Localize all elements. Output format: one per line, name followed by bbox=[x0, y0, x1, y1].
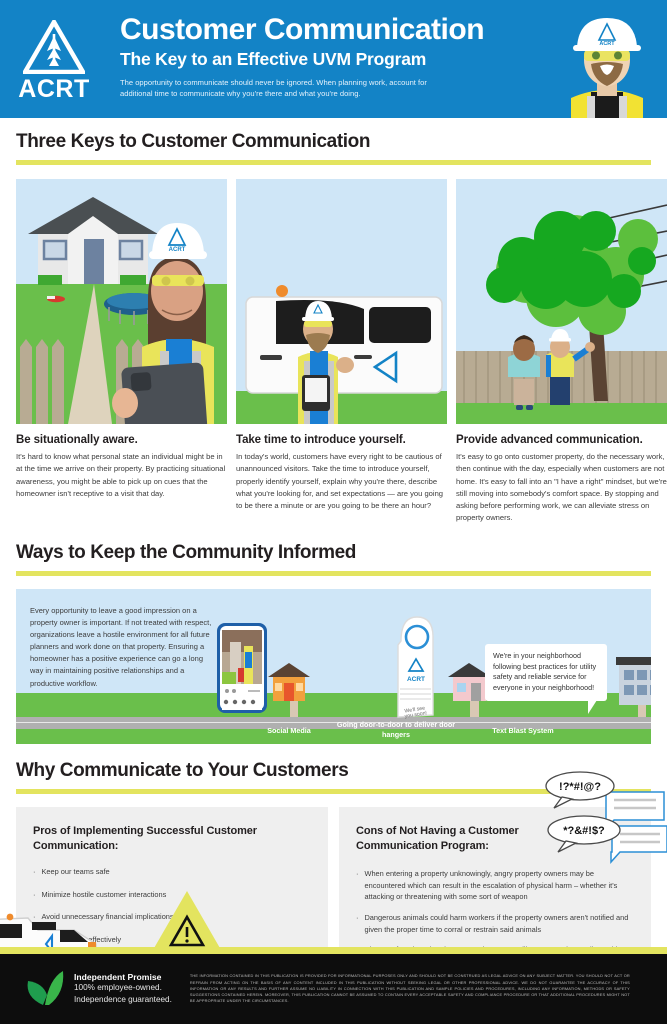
cons-title: Cons of Not Having a Customer Communicat… bbox=[356, 824, 519, 853]
key-card-body: It's hard to know what personal state an… bbox=[16, 452, 226, 498]
header-text-block: Customer Communication The Key to an Eff… bbox=[108, 0, 547, 118]
cons-item-text: When entering a property unknowingly, an… bbox=[364, 869, 618, 902]
pros-title: Pros of Implementing Successful Customer… bbox=[33, 824, 257, 853]
worker-with-hardhat-avatar: ACRT bbox=[571, 18, 643, 118]
angry-speech-bubbles: !?*#!@? *?&#!$? bbox=[545, 771, 667, 864]
svg-text:ACRT: ACRT bbox=[599, 41, 615, 47]
svg-text:you soon!: you soon! bbox=[404, 710, 427, 719]
section-heading-why: Why Communicate to Your Customers bbox=[16, 759, 349, 781]
apartment-building-icon bbox=[616, 656, 651, 717]
road-center-line bbox=[16, 721, 651, 724]
community-section: Ways to Keep the Community Informed Ever… bbox=[0, 542, 667, 744]
promise-title: Independent Promise bbox=[74, 972, 162, 983]
key-card-title: Be situationally aware. bbox=[16, 434, 138, 446]
brand-wordmark: ACRT bbox=[18, 75, 90, 103]
bullet-icon: · bbox=[356, 869, 359, 878]
pros-item-text: Minimize hostile customer interactions bbox=[41, 889, 167, 899]
cons-list-item: · Dangerous animals could harm workers i… bbox=[356, 912, 637, 935]
community-illustration-panel: Every opportunity to leave a good impres… bbox=[16, 588, 651, 744]
angry-bubble-text-2: *?&#!$? bbox=[563, 825, 605, 837]
svg-text:ACRT: ACRT bbox=[169, 247, 186, 253]
pros-list-item: · Avoid unnecessary financial implicatio… bbox=[33, 911, 314, 923]
section-divider bbox=[16, 160, 651, 165]
bullet-icon: · bbox=[33, 912, 36, 922]
house-orange-icon bbox=[268, 662, 310, 717]
illustration-tree-powerlines-with-workers bbox=[456, 179, 667, 424]
page-header: ACRT Customer Communication The Key to a… bbox=[0, 0, 667, 118]
header-worker-illustration: ACRT bbox=[547, 0, 667, 118]
pros-list-item: · Minimize hostile customer interactions bbox=[33, 889, 314, 901]
acrt-triangle-tree-logo bbox=[23, 20, 85, 74]
door-hanger-icon: ACRT We'll see you soon! bbox=[397, 616, 434, 719]
legal-disclaimer: The information contained in this public… bbox=[189, 973, 630, 1004]
footer-accent-rule bbox=[0, 947, 667, 954]
independent-promise-block: Independent Promise 100% employee-owned.… bbox=[74, 972, 172, 1006]
community-body-text: Every opportunity to leave a good impres… bbox=[30, 605, 212, 688]
bullet-icon: · bbox=[33, 867, 36, 876]
promise-line-2: Independence guaranteed. bbox=[74, 995, 172, 1004]
section-divider bbox=[16, 788, 651, 794]
key-card: Take time to introduce yourself. In toda… bbox=[236, 179, 447, 525]
three-keys-section: Three Keys to Customer Communication bbox=[0, 131, 667, 525]
section-heading-community: Ways to Keep the Community Informed bbox=[16, 541, 356, 563]
page-subtitle: The Key to an Effective UVM Program bbox=[120, 48, 427, 69]
pros-item-text: Keep our teams safe bbox=[41, 867, 110, 876]
promise-line-1: 100% employee-owned. bbox=[74, 983, 162, 993]
pros-cons-panels: Pros of Implementing Successful Customer… bbox=[0, 771, 667, 978]
page-footer: Independent Promise 100% employee-owned.… bbox=[0, 954, 667, 1024]
key-card-title: Provide advanced communication. bbox=[456, 434, 643, 446]
illustration-worker-at-house-with-tablet: ACRT bbox=[16, 179, 227, 424]
page-title: Customer Communication bbox=[120, 13, 485, 46]
cons-item-text: Dangerous animals could harm workers if … bbox=[364, 913, 629, 934]
community-label: Social Media bbox=[267, 725, 311, 735]
pros-list-item: · Keep our teams safe bbox=[33, 866, 314, 878]
leaf-icon-wrap bbox=[14, 969, 74, 1009]
grass-strip-bottom bbox=[16, 728, 651, 744]
page-description: The opportunity to communicate should ne… bbox=[120, 77, 427, 98]
angry-bubble-text-1: !?*#!@? bbox=[559, 781, 601, 793]
three-keys-cards: ACRT bbox=[0, 165, 667, 525]
bullet-icon: · bbox=[356, 913, 359, 923]
why-communicate-section: Why Communicate to Your Customers Pros o… bbox=[0, 759, 667, 978]
smartphone-social-media-icon bbox=[217, 622, 267, 713]
key-card-body: It's easy to go onto customer property, … bbox=[456, 452, 667, 523]
key-card-title: Take time to introduce yourself. bbox=[236, 434, 406, 446]
illustration-worker-with-truck bbox=[236, 179, 447, 424]
section-divider bbox=[16, 570, 651, 576]
community-label: Text Blast System bbox=[492, 725, 554, 735]
key-card: ACRT bbox=[16, 179, 227, 525]
cons-list-item: · When entering a property unknowingly, … bbox=[356, 868, 637, 903]
key-card: Provide advanced communication. It's eas… bbox=[456, 179, 667, 525]
bullet-icon: · bbox=[33, 889, 36, 899]
key-card-body: In today's world, customers have every r… bbox=[236, 452, 444, 511]
pros-item-text: Avoid unnecessary financial implications bbox=[41, 912, 174, 922]
house-pink-icon bbox=[448, 662, 491, 717]
community-label: Going door-to-door to deliver door hange… bbox=[336, 719, 456, 739]
neighborhood-speech-bubble: We're in your neighborhood following bes… bbox=[485, 643, 607, 715]
section-heading-three-keys: Three Keys to Customer Communication bbox=[16, 131, 371, 152]
green-leaf-checkmark-icon bbox=[27, 971, 64, 1005]
svg-text:ACRT: ACRT bbox=[407, 676, 425, 683]
svg-text:We'll see: We'll see bbox=[404, 705, 426, 714]
brand-logo: ACRT bbox=[0, 0, 108, 118]
